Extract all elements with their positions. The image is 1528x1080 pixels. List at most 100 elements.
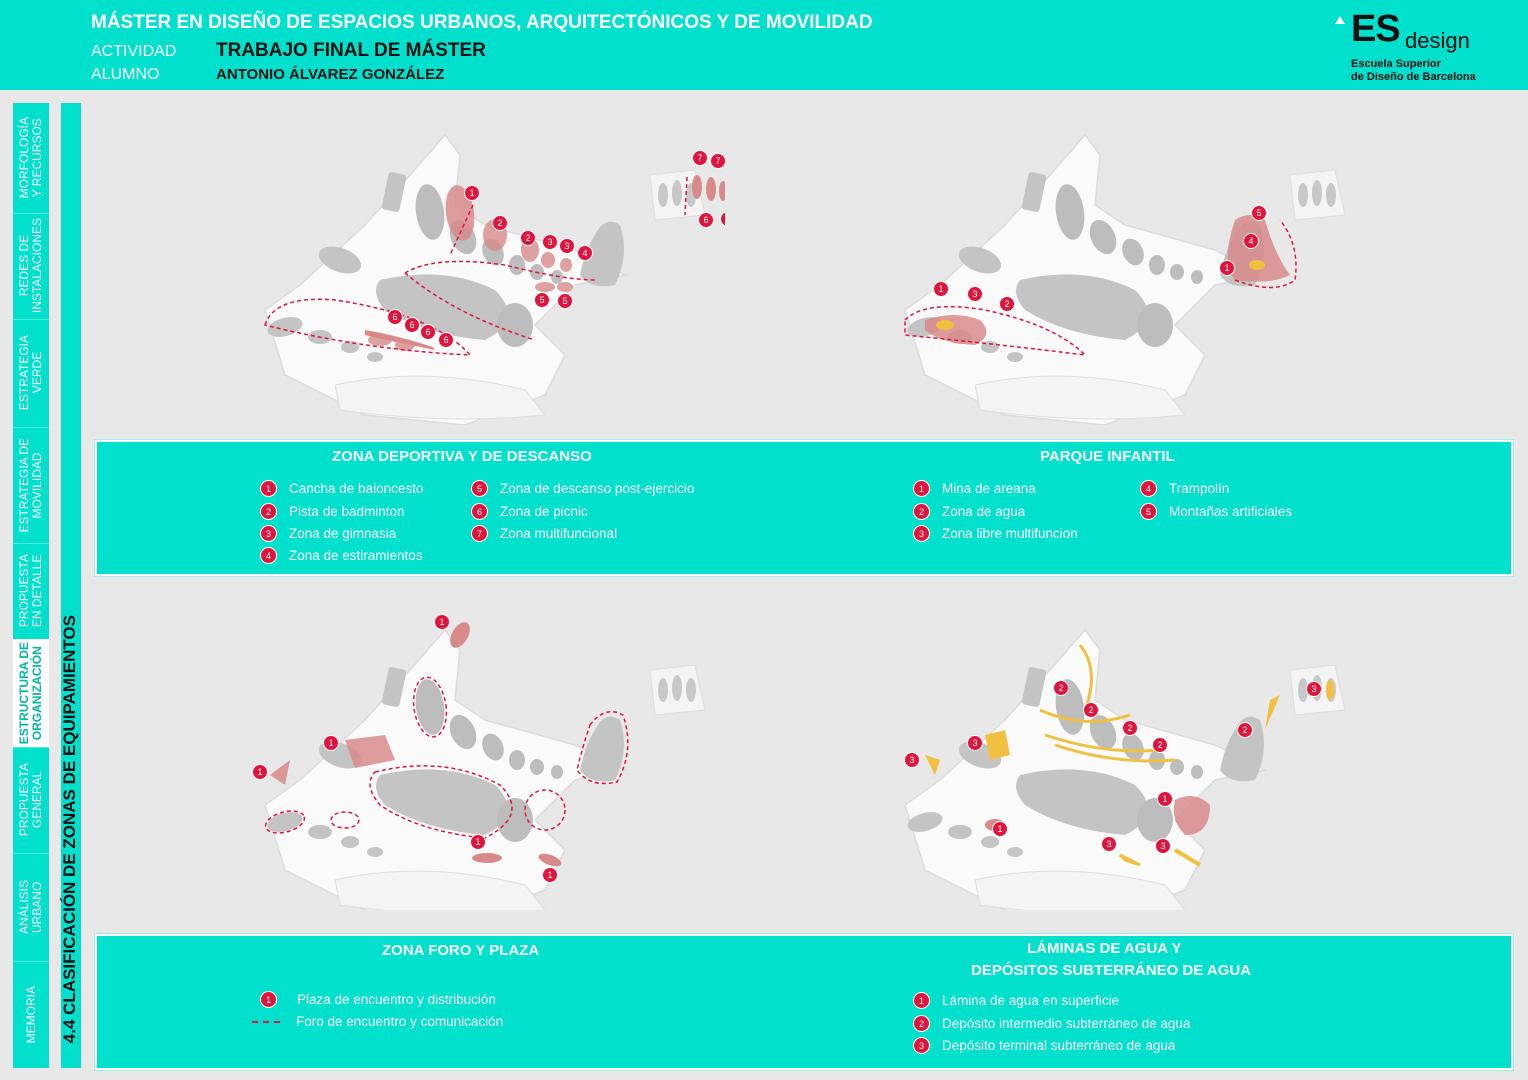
- map-marker-icon: [323, 735, 339, 751]
- map-marker-label: 3: [1106, 839, 1111, 849]
- map-marker-icon: [967, 735, 983, 751]
- map-marker-label: 6: [392, 312, 397, 322]
- legend-title-foro: ZONA FORO Y PLAZA: [382, 942, 540, 959]
- sidebar-item-label: PROPUESTA EN DETALLE: [17, 554, 44, 628]
- map-marker-icon: [492, 215, 508, 231]
- map-marker-label: 2: [1157, 740, 1162, 750]
- legend-item: 5 Montañas artificiales: [1140, 503, 1292, 520]
- marker-icon: 3: [913, 1037, 930, 1054]
- map-marker-icon: [1155, 838, 1171, 854]
- legend-item-label: Lámina de agua en superficie: [942, 993, 1120, 1008]
- sidebar-item-label: ESTRATEGIA VERDE: [17, 335, 44, 411]
- legend-item-label: Plaza de encuentro y distribución: [297, 992, 496, 1007]
- map-marker-label: 2: [1242, 725, 1247, 735]
- map-marker-icon: [999, 296, 1015, 312]
- map-marker-label: 2: [497, 218, 502, 228]
- map-marker-icon: [1083, 702, 1099, 718]
- map-marker-icon: [557, 293, 573, 309]
- map-marker-label: 1: [439, 617, 444, 627]
- legend-item-label: Zona libre multifuncion: [942, 526, 1078, 541]
- student-value: ANTONIO ÁLVAREZ GONZÁLEZ: [216, 66, 445, 83]
- sidebar-item-memoria[interactable]: MEMORIA: [13, 961, 49, 1068]
- map-marker-icon: [252, 764, 268, 780]
- map-marker-icon: [1152, 737, 1168, 753]
- header: MÁSTER EN DISEÑO DE ESPACIOS URBANOS, AR…: [0, 0, 1528, 90]
- logo-triangle-icon: [1335, 16, 1345, 24]
- map-marker-label: 4: [1248, 236, 1253, 246]
- legend-title-infantil: PARQUE INFANTIL: [1040, 448, 1175, 465]
- sidebar-item-label: MEMORIA: [23, 985, 38, 1044]
- map-marker-label: 6: [425, 327, 430, 337]
- legend-item-label: Mina de areana: [942, 481, 1036, 496]
- sidebar-item-estructura[interactable]: ESTRUCTURA DE ORGANIZACIÓN: [13, 639, 49, 748]
- map-marker-label: 3: [1311, 684, 1316, 694]
- legend-item: 1 Lámina de agua en superficie: [913, 992, 1119, 1009]
- marker-icon: 1: [260, 991, 277, 1008]
- marker-icon: 5: [1140, 503, 1157, 520]
- legend-item: Foro de encuentro y comunicación: [252, 1014, 503, 1029]
- sidebar-item-label: ESTRUCTURA DE ORGANIZACIÓN: [17, 641, 44, 745]
- map-marker-icon: [992, 821, 1008, 837]
- plan-zona-deportiva: 12233455666677766: [264, 134, 725, 425]
- sidebar-item-propuesta-general[interactable]: PROPUESTA GENERAL: [13, 747, 49, 854]
- map-marker-icon: [933, 281, 949, 297]
- logo-line-1: Escuela Superior: [1351, 58, 1441, 70]
- sidebar-item-propuesta-detalle[interactable]: PROPUESTA EN DETALLE: [13, 543, 49, 640]
- legend-item-label: Zona de picnic: [500, 504, 588, 519]
- legend-item-label: Depósito intermedio subterráneo de agua: [942, 1016, 1191, 1031]
- marker-icon: 1: [913, 480, 930, 497]
- marker-icon: 6: [471, 503, 488, 520]
- legend-title-agua-2: DEPÓSITOS SUBTERRÁNEO DE AGUA: [971, 962, 1252, 979]
- map-marker-label: 1: [1162, 794, 1167, 804]
- marker-icon: 2: [913, 503, 930, 520]
- sidebar-item-label: ANÁLISIS URBANO: [17, 879, 44, 935]
- map-marker-label: 2: [525, 233, 530, 243]
- map-marker-label: 5: [1256, 208, 1261, 218]
- legend-title-deportiva: ZONA DEPORTIVA Y DE DESCANSO: [332, 448, 592, 465]
- logo-es: ES: [1351, 8, 1401, 50]
- logo-line-2: de Diseño de Barcelona: [1351, 71, 1476, 83]
- master-title: MÁSTER EN DISEÑO DE ESPACIOS URBANOS, AR…: [91, 12, 873, 33]
- legend-item-label: Zona multifuncional: [500, 526, 618, 541]
- dashed-line-icon: [252, 1020, 280, 1023]
- map-marker-icon: [720, 211, 725, 227]
- marker-icon: 3: [260, 525, 277, 542]
- legend-item-label: Zona de descanso post-ejercicio: [500, 481, 695, 496]
- map-marker-label: 2: [1004, 299, 1009, 309]
- map-marker-icon: [534, 292, 550, 308]
- marker-icon: 1: [913, 992, 930, 1009]
- map-marker-icon: [438, 332, 454, 348]
- map-marker-label: 1: [328, 738, 333, 748]
- map-marker-icon: [698, 212, 714, 228]
- map-marker-icon: [1101, 836, 1117, 852]
- legend-item: 6 Zona de picnic: [471, 503, 588, 520]
- map-marker-icon: [692, 150, 708, 166]
- sidebar-item-movilidad[interactable]: ESTRATEGIA DE MOVILIDAD: [13, 427, 49, 544]
- sidebar-item-analisis[interactable]: ANÁLISIS URBANO: [13, 853, 49, 962]
- map-marker-label: 7: [697, 153, 702, 163]
- sidebar-item-morfologia[interactable]: MORFOLOGÍA Y RECURSOS: [13, 103, 49, 214]
- legend-item-label: Montañas artificiales: [1169, 504, 1293, 519]
- map-marker-icon: [710, 153, 725, 169]
- map-marker-icon: [404, 317, 420, 333]
- map-marker-label: 1: [997, 824, 1002, 834]
- logo-design: design: [1405, 28, 1470, 53]
- map-marker-label: 5: [562, 296, 567, 306]
- map-marker-icon: [577, 245, 593, 261]
- map-marker-label: 5: [539, 295, 544, 305]
- activity-value: TRABAJO FINAL DE MÁSTER: [216, 40, 486, 61]
- map-marker-icon: [1251, 205, 1267, 221]
- sidebar-item-estrategia-verde[interactable]: ESTRATEGIA VERDE: [13, 319, 49, 428]
- legend-panel-bottom: ZONA FORO Y PLAZA 1 Plaza de encuentro y …: [95, 934, 1513, 1070]
- map-marker-label: 3: [564, 241, 569, 251]
- legend-item: 1 Plaza de encuentro y distribución: [260, 991, 496, 1008]
- legend-title-agua-1: LÁMINAS DE AGUA Y: [1027, 940, 1182, 957]
- sidebar-item-redes[interactable]: REDES DE INSTALACIONES: [13, 213, 49, 320]
